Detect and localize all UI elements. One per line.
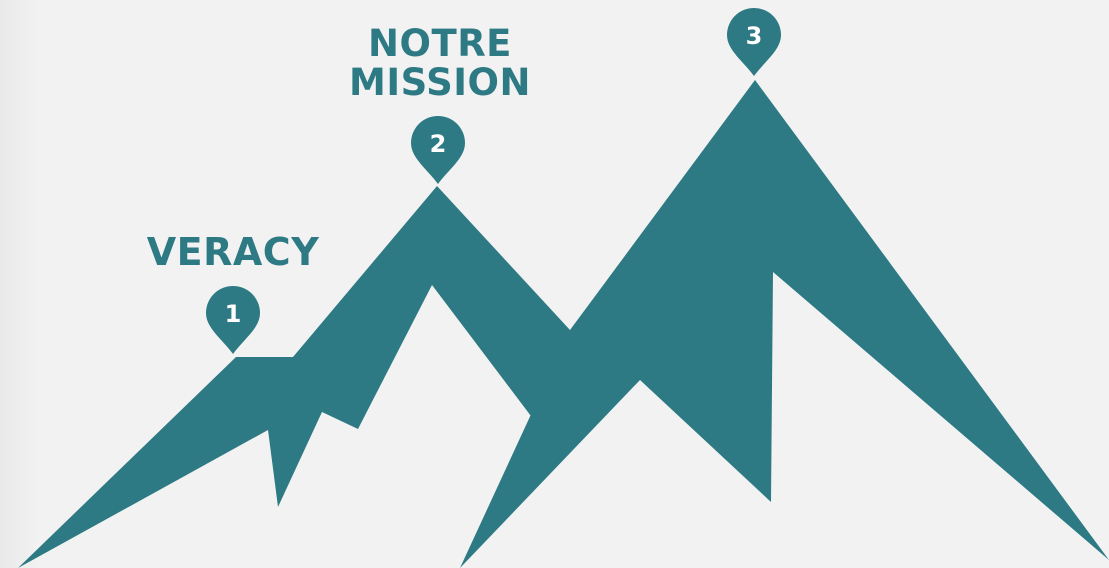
pin-3-number: 3: [746, 22, 763, 50]
pin-1-marker: 1: [206, 286, 260, 354]
mountain-right: [460, 80, 1109, 568]
map-pin-icon: [411, 116, 465, 184]
step-2-label-line-1: NOTRE: [368, 22, 512, 65]
pin-2-marker: 2: [411, 116, 465, 184]
pin-1-number: 1: [225, 300, 242, 328]
mountain-left: [18, 186, 570, 568]
pin-2-number: 2: [430, 130, 447, 158]
step-2-label: NOTRE MISSION: [325, 24, 555, 102]
step-1-label: VERACY: [128, 230, 338, 274]
pin-3-marker: 3: [727, 8, 781, 76]
step-2-label-line-2: MISSION: [349, 61, 531, 104]
map-pin-icon: [206, 286, 260, 354]
map-pin-icon: [727, 8, 781, 76]
step-1-label-line: VERACY: [146, 230, 320, 274]
